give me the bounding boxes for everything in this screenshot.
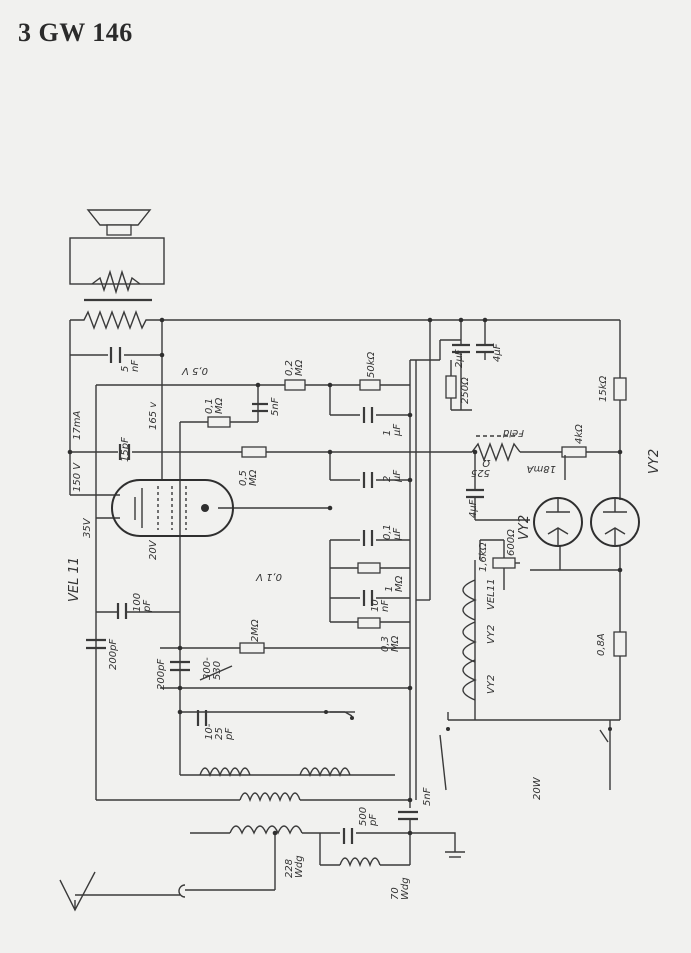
label-c-2uf-top: 2μF xyxy=(454,349,465,368)
antenna-coils-icon xyxy=(185,820,465,891)
label-ma-18: 18mA xyxy=(527,463,556,474)
tube-vy2-a-icon xyxy=(533,497,583,547)
label-v-150: 150 V xyxy=(72,462,83,492)
rf-section xyxy=(96,539,410,803)
label-heater-vy2-b: VY2 xyxy=(486,675,497,694)
label-ohm-525: 525Ω xyxy=(471,457,491,478)
label-r-50k: 50kΩ xyxy=(366,351,377,378)
label-r-2mohm: 2MΩ xyxy=(250,619,261,642)
antenna-icon xyxy=(59,871,186,912)
heater-chain-icon xyxy=(439,560,620,791)
label-v-05: 0,5 V xyxy=(181,365,208,376)
label-c-5nf-top: 5nF xyxy=(120,360,141,372)
label-c-15pf: 15pF xyxy=(120,437,131,462)
label-c-4uf-mid: 4μF xyxy=(468,499,479,518)
label-r-02-mohm: 0,2MΩ xyxy=(284,359,305,376)
label-r-600: 600Ω xyxy=(506,529,517,556)
label-c-5nf-ground: 5nF xyxy=(422,787,433,806)
label-r-250: 250Ω xyxy=(460,377,471,404)
label-c-200pf-mid: 200pF xyxy=(156,659,167,690)
label-r-4k: 4kΩ xyxy=(574,424,585,444)
label-trim-10-25: 10-25pF xyxy=(204,723,235,741)
label-v-165: 165 v xyxy=(148,401,159,430)
label-tube-vel11: VEL 11 xyxy=(67,557,82,602)
label-r-03-mohm: 0,3MΩ xyxy=(380,635,401,652)
loudspeaker-icon xyxy=(69,209,165,295)
label-c-01uf: 0,1μF xyxy=(382,524,403,541)
wiring-main xyxy=(69,319,621,800)
label-r-1mohm: 1MΩ xyxy=(384,575,405,592)
label-c-5nf-b: 5nF xyxy=(270,397,281,416)
label-v-01: 0,1 V xyxy=(255,571,282,582)
label-v-20: 20V xyxy=(148,539,159,560)
tube-vel11-icon xyxy=(111,479,234,537)
label-tube-vy2-b: VY2 xyxy=(647,449,662,474)
label-trim-300-530: 300-530 xyxy=(202,657,223,680)
label-heater-vy2-a: VY2 xyxy=(486,625,497,644)
label-power-20w: 20W xyxy=(532,776,543,800)
label-c-200pf-left: 200pF xyxy=(108,639,119,670)
label-coil-228: 228Wdg xyxy=(284,855,305,878)
label-ma-17: 17mA xyxy=(72,411,83,440)
label-r-16k: 1,6kΩ xyxy=(478,542,489,572)
diagram-title: 3 GW 146 xyxy=(18,18,133,47)
switch-icon xyxy=(324,710,355,720)
label-tube-vy2-a: VY2 xyxy=(517,515,532,540)
output-transformer-icon xyxy=(70,298,162,330)
junction-dots xyxy=(67,317,623,836)
field-coil-icon xyxy=(471,435,620,462)
label-c-2uf-mid: 2μF xyxy=(382,470,403,483)
tube-vy2-b-icon xyxy=(590,497,640,547)
label-r-15k: 15kΩ xyxy=(598,375,609,402)
label-c-4uf-top: 4μF xyxy=(492,343,503,362)
label-fuse-08a: 0,8A xyxy=(596,633,607,656)
label-r-01-mohm: 0,1MΩ xyxy=(204,397,225,414)
label-c-1uf: 1μF xyxy=(382,424,403,437)
label-v-35: 35V xyxy=(82,517,93,538)
label-heater-vel11: VEL11 xyxy=(486,579,497,610)
label-c-500pf: 500pF xyxy=(358,807,379,827)
label-c-100pf: 100pF xyxy=(132,593,153,613)
label-c-10nf: 10nF xyxy=(370,599,391,612)
label-r-05-mohm: 0,5MΩ xyxy=(238,469,259,486)
wiring-right xyxy=(409,320,621,808)
resistors xyxy=(207,375,627,657)
labels: 5nF 15pF 165 v 17mA 150 V 35V 20V VEL 11… xyxy=(67,343,662,900)
label-field: Feld xyxy=(502,427,524,438)
label-coil-70: 70Wdg xyxy=(390,877,411,900)
